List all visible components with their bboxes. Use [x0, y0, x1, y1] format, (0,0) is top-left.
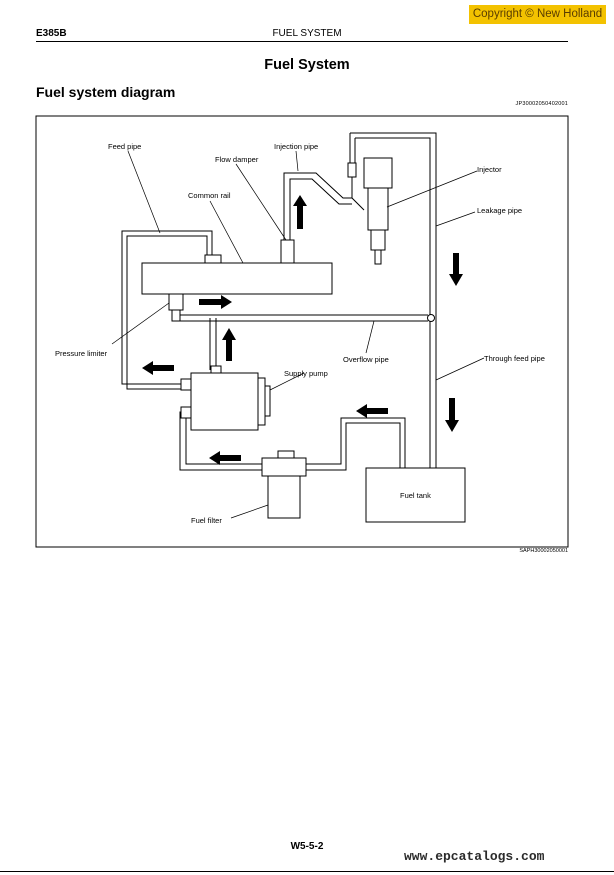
copyright-badge: Copyright © New Holland	[469, 5, 606, 24]
common-rail	[141, 262, 333, 295]
diagram-frame	[35, 115, 569, 548]
diagram-code-bottom: SAPH30002050001	[519, 548, 568, 554]
arrow-up-injection	[293, 195, 307, 229]
label-leakage-pipe: Leakage pipe	[477, 206, 522, 215]
header-model: E385B	[36, 28, 67, 39]
injector	[347, 157, 393, 265]
arrow-left-filter	[209, 451, 241, 465]
leakage-pipe	[350, 132, 437, 468]
header-rule	[36, 41, 568, 42]
label-overflow-pipe: Overflow pipe	[343, 355, 389, 364]
label-through-feed-pipe: Through feed pipe	[484, 354, 545, 363]
fuel-filter	[261, 450, 307, 519]
flow-damper	[280, 239, 295, 264]
label-injector: Injector	[477, 165, 502, 174]
injection-pipe	[283, 172, 352, 240]
arrow-left-feed	[142, 361, 174, 375]
bottom-rule	[0, 871, 614, 872]
label-supply-pump: Supply pump	[284, 369, 328, 378]
header-section: FUEL SYSTEM	[272, 28, 342, 39]
label-fuel-tank: Fuel tank	[400, 491, 431, 500]
arrow-down-leakage	[449, 253, 463, 286]
supply-pump	[180, 365, 271, 431]
fuel-tank	[365, 467, 466, 523]
label-feed-pipe: Feed pipe	[108, 142, 141, 151]
page-title: Fuel System	[264, 57, 350, 73]
label-flow-damper: Flow damper	[215, 155, 259, 164]
page-number: W5-5-2	[290, 841, 324, 852]
label-common-rail: Common rail	[188, 191, 231, 200]
arrow-up-pump	[222, 328, 236, 361]
junction	[427, 314, 435, 322]
label-fuel-filter: Fuel filter	[191, 516, 222, 525]
pressure-limiter	[168, 293, 184, 311]
diagram-code-top: JP30002050402001	[515, 101, 568, 107]
label-pressure-limiter: Pressure limiter	[55, 349, 108, 358]
website-watermark[interactable]: www.epcatalogs.com	[404, 849, 545, 864]
feed-pipe	[121, 230, 213, 385]
arrow-down-return	[445, 398, 459, 432]
section-title: Fuel system diagram	[36, 84, 176, 100]
label-injection-pipe: Injection pipe	[274, 142, 318, 151]
arrow-left-tank	[356, 404, 388, 418]
arrow-right-rail	[199, 295, 232, 309]
